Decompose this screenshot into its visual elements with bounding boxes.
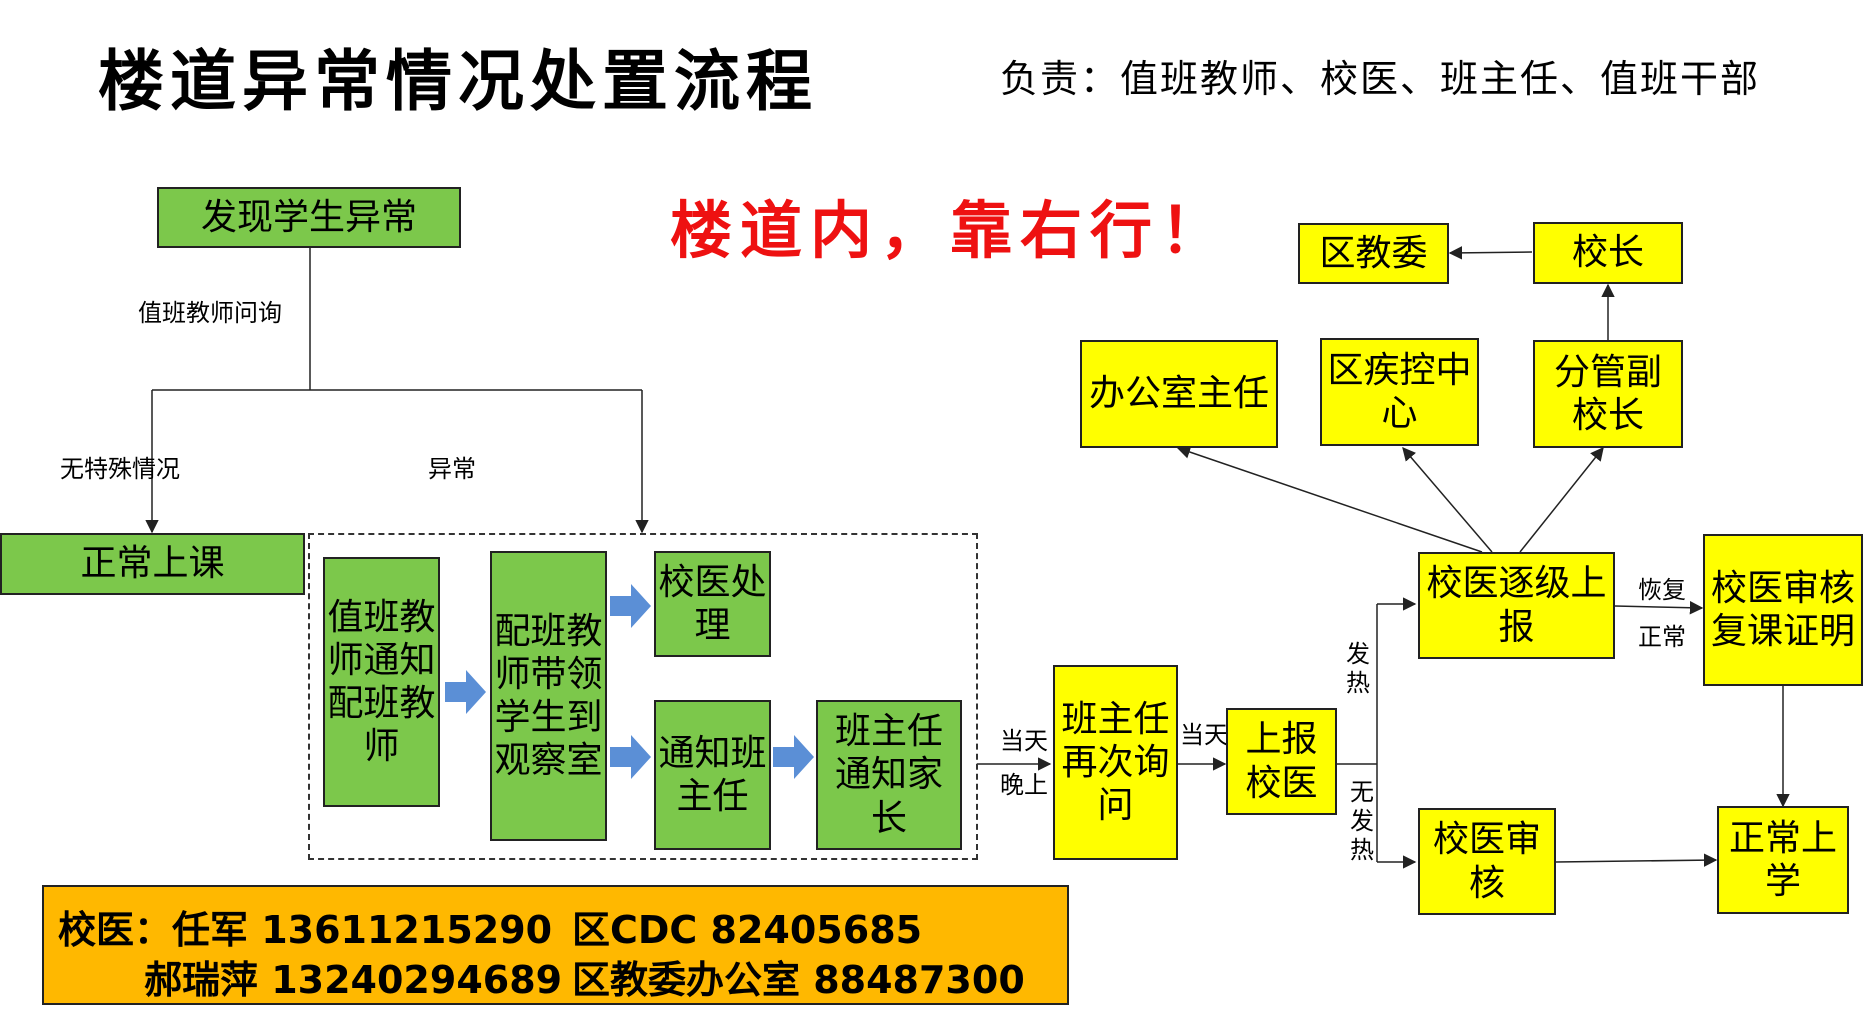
- node-discover: 发现学生异常: [157, 187, 461, 248]
- abnormal-group-box: [308, 533, 978, 860]
- contact-line1-a: 校医：任军 13611215290: [58, 908, 553, 952]
- node-notify-head: 通知班主任: [654, 700, 771, 850]
- responsible-text: 负责：值班教师、校医、班主任、值班干部: [1000, 57, 1761, 101]
- label-recovered-2: 正常: [1638, 623, 1686, 651]
- blue-arrow-3: [610, 735, 651, 779]
- node-normal-school: 正常上学: [1717, 806, 1849, 914]
- blue-arrow-2: [610, 584, 651, 628]
- arrow-review-to-school: [1555, 853, 1718, 867]
- label-same-day-2: 当天: [1180, 721, 1228, 749]
- node-vice-principal: 分管副校长: [1533, 340, 1683, 448]
- contact-box: 校医：任军 13611215290 区CDC 82405685 郝瑞萍 1324…: [42, 885, 1069, 1005]
- blue-arrow-1: [445, 670, 486, 714]
- label-abnormal: 异常: [428, 455, 476, 483]
- label-fever: 发热: [1346, 640, 1370, 697]
- label-recovered-1: 恢复: [1638, 576, 1686, 604]
- node-district-edu: 区教委: [1298, 223, 1449, 284]
- node-doctor-handle: 校医处理: [654, 551, 771, 657]
- label-teacher-ask: 值班教师问询: [138, 299, 282, 327]
- arrow-to-vice: [1519, 446, 1604, 553]
- node-doctor-review: 校医审核: [1418, 808, 1556, 915]
- node-normal-class: 正常上课: [0, 533, 305, 595]
- contact-line1-b: 区CDC 82405685: [572, 908, 923, 952]
- label-no-special: 无特殊情况: [60, 455, 180, 483]
- page-title: 楼道异常情况处置流程: [98, 43, 818, 120]
- label-evening: 晚上: [1000, 771, 1048, 799]
- node-report-doctor: 上报校医: [1226, 708, 1337, 815]
- arrow-to-office: [1176, 445, 1483, 553]
- contact-line2-b: 区教委办公室 88487300: [572, 958, 1025, 1002]
- node-doctor-report-up: 校医逐级上报: [1418, 552, 1615, 659]
- arrow-principal-to-edu: [1448, 246, 1533, 260]
- node-principal: 校长: [1533, 222, 1683, 284]
- node-review-cert: 校医审核复课证明: [1703, 534, 1863, 686]
- arrow-recovered: [1614, 600, 1704, 615]
- node-head-ask-again: 班主任再次询问: [1053, 665, 1178, 860]
- arrow-to-cdc: [1402, 446, 1493, 553]
- node-head-notify-parent: 班主任通知家长: [816, 700, 962, 850]
- node-notify-co-teacher: 值班教师通知配班教师: [323, 557, 440, 807]
- contact-line2-a: 郝瑞萍 13240294689: [144, 958, 563, 1002]
- label-no-fever: 无发热: [1350, 778, 1374, 864]
- label-same-day-1: 当天: [1000, 727, 1048, 755]
- node-office-director: 办公室主任: [1080, 340, 1278, 448]
- node-lead-to-room: 配班教师带领学生到观察室: [490, 551, 607, 841]
- node-district-cdc: 区疾控中心: [1320, 338, 1479, 446]
- blue-arrow-4: [773, 735, 814, 779]
- slogan: 楼道内，靠右行！: [670, 194, 1231, 267]
